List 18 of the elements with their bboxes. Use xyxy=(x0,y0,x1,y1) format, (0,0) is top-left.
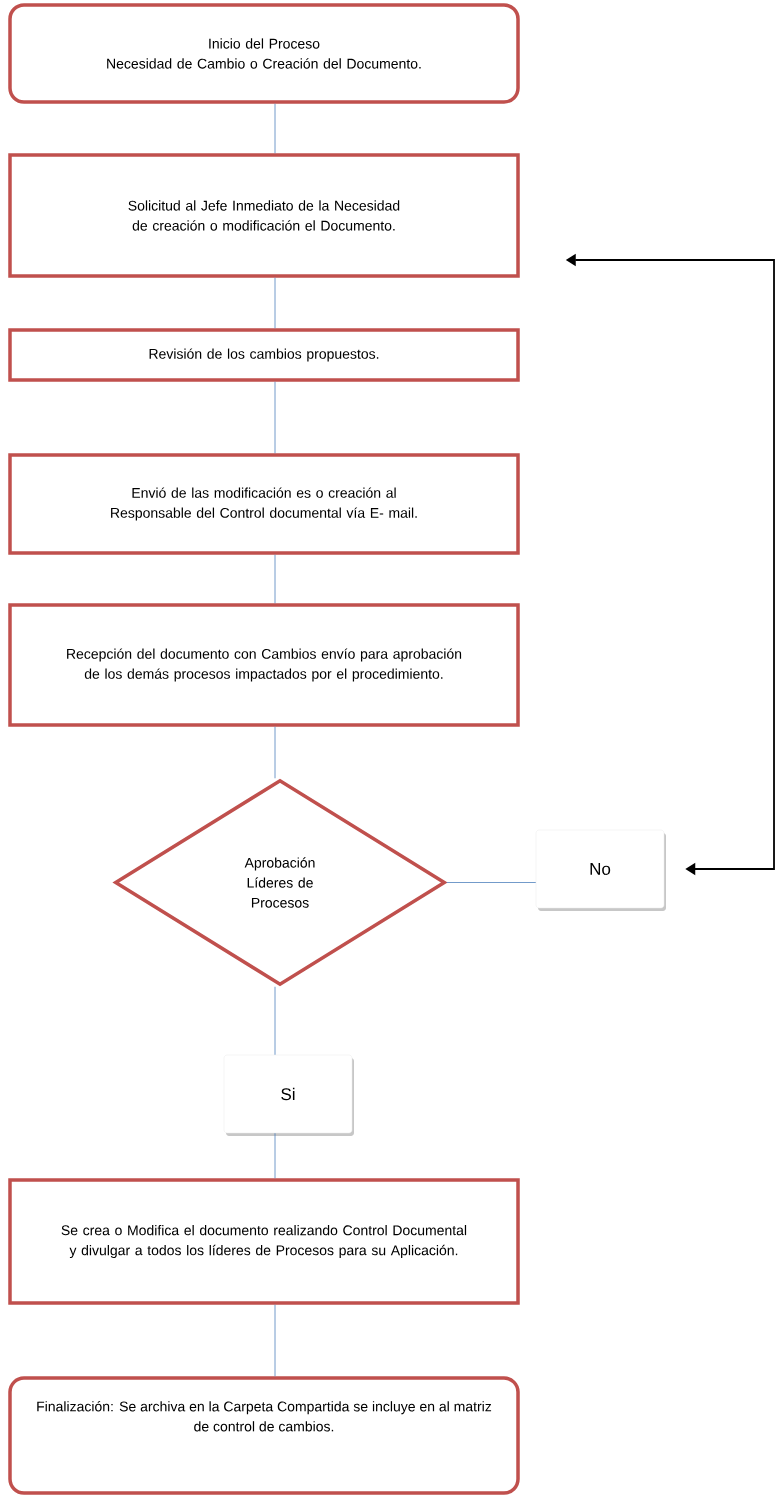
connector-line xyxy=(274,986,276,1056)
answer-card: Si xyxy=(223,1054,354,1136)
connector-line xyxy=(274,1132,276,1179)
start-box: Inicio del Proceso Necesidad de Cambio o Creación del Documento. xyxy=(8,3,520,104)
end-box: Finalización: Se archiva en la Carpeta Compartida se incluye en al matriz de control de cambios. xyxy=(8,1376,520,1495)
connector-line xyxy=(446,882,537,883)
process-box: Revisión de los cambios propuestos. xyxy=(8,328,520,382)
process-box: Solicitud al Jefe Inmediato de la Necesidad de creación o modificación el Documento. xyxy=(8,153,520,278)
connector-line xyxy=(274,726,276,779)
answer-card: No xyxy=(535,829,666,911)
connector-line xyxy=(274,1304,276,1377)
connector-line xyxy=(274,277,276,329)
connector-line xyxy=(274,554,276,604)
process-box: Envió de las modificación es o creación al Responsable del Control documental vía E- mail. xyxy=(8,453,520,555)
process-box: Se crea o Modifica el documento realizando Control Documental y divulgar a todos los líderes de Procesos para su Aplicación. xyxy=(8,1178,520,1305)
process-box: Recepción del documento con Cambios envío para aprobación de los demás procesos impactados por el procedimiento. xyxy=(8,603,520,727)
connector-line xyxy=(274,103,276,154)
connector-line xyxy=(274,381,276,454)
